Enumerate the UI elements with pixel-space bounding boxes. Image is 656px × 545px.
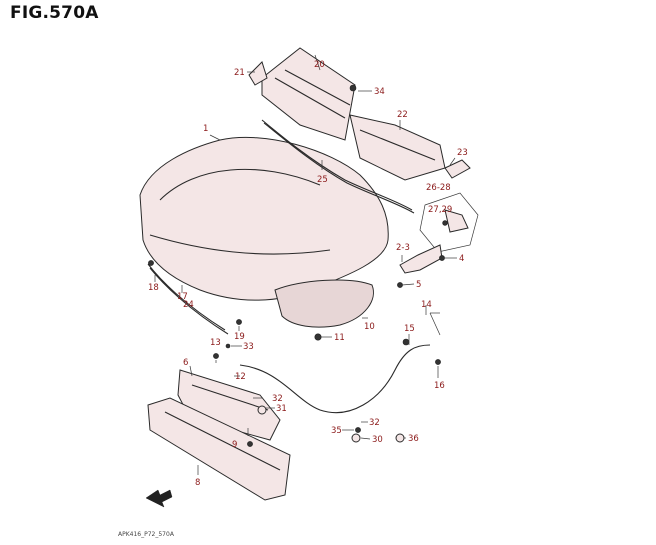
callout-24: 24 xyxy=(183,300,194,310)
cowl-side-panel xyxy=(349,114,446,181)
hood-release-cable xyxy=(239,344,431,414)
front-bumper-reinforcement xyxy=(147,397,291,501)
hood-insulator xyxy=(274,279,374,328)
callout-6: 6 xyxy=(183,358,188,368)
figure-code: APK416_P72_570A xyxy=(118,531,174,538)
callout-19: 19 xyxy=(234,332,245,342)
callout-22: 22 xyxy=(397,110,408,120)
cowl-end-cap xyxy=(248,61,268,86)
front-direction-arrow-icon xyxy=(145,489,173,508)
callout-12: 12 xyxy=(235,372,246,382)
hood-panel xyxy=(139,136,389,301)
callout-33: 33 xyxy=(243,342,254,352)
callout-17: 17 xyxy=(177,292,188,302)
callout-34: 34 xyxy=(374,87,385,97)
fasteners xyxy=(148,84,448,447)
callout-31: 31 xyxy=(276,404,287,414)
callout-9: 9 xyxy=(232,440,237,450)
callout-25: 25 xyxy=(317,175,328,185)
hood-front-seal xyxy=(147,263,229,335)
callout-26-28: 26-28 xyxy=(426,183,451,193)
callout-27-29: 27,29 xyxy=(428,205,452,215)
callout-14: 14 xyxy=(421,300,432,310)
callout-36: 36 xyxy=(408,434,419,444)
callout-18: 18 xyxy=(148,283,159,293)
callout-32-upper: 32 xyxy=(272,394,283,404)
callout-4: 4 xyxy=(459,254,464,264)
callout-23: 23 xyxy=(457,148,468,158)
hood-lock-support xyxy=(177,369,281,441)
hood-weatherstrip xyxy=(261,119,415,214)
callout-13: 13 xyxy=(210,338,221,348)
part-labels: 1 2-3 4 5 6 8 9 10 11 12 13 14 15 16 17 … xyxy=(148,60,468,488)
callout-32-lower: 32 xyxy=(369,418,380,428)
cowl-side-cap xyxy=(444,159,471,179)
callout-35: 35 xyxy=(331,426,342,436)
leader-lines xyxy=(154,54,457,475)
figure-title: FIG.570A xyxy=(10,3,99,23)
callout-5: 5 xyxy=(416,280,421,290)
callout-8: 8 xyxy=(195,478,200,488)
callout-16: 16 xyxy=(434,381,445,391)
callout-1: 1 xyxy=(203,124,208,134)
callout-20: 20 xyxy=(314,60,325,70)
callout-10: 10 xyxy=(364,322,375,332)
callout-11: 11 xyxy=(334,333,345,343)
cowl-top-panel xyxy=(261,47,356,141)
callout-30: 30 xyxy=(372,435,383,445)
callout-21: 21 xyxy=(234,68,245,78)
callout-15: 15 xyxy=(404,324,415,334)
callout-2-3: 2-3 xyxy=(396,243,410,253)
hood-hinge-detail-box xyxy=(419,192,479,253)
